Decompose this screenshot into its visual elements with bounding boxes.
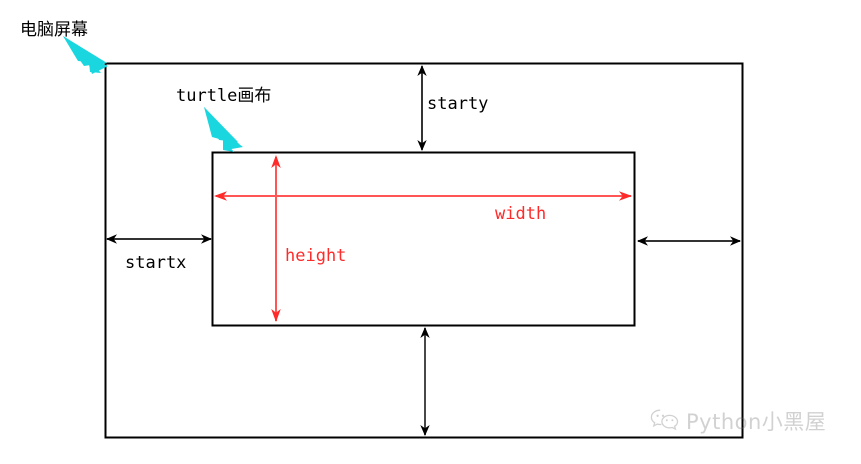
dimension-label-height: height	[285, 246, 347, 266]
dimension-label-startx: startx	[125, 253, 187, 273]
dimension-label-starty: starty	[427, 94, 489, 114]
turtle-canvas-rectangle	[211, 151, 636, 327]
cyan-arrow-icon	[204, 107, 243, 152]
computer-screen-rectangle	[104, 62, 744, 439]
callout-label-screen: 电脑屏幕	[20, 20, 88, 40]
callout-label-canvas: turtle画布	[176, 86, 272, 106]
dimension-label-width: width	[495, 204, 547, 224]
cyan-arrow-icon	[63, 36, 108, 74]
